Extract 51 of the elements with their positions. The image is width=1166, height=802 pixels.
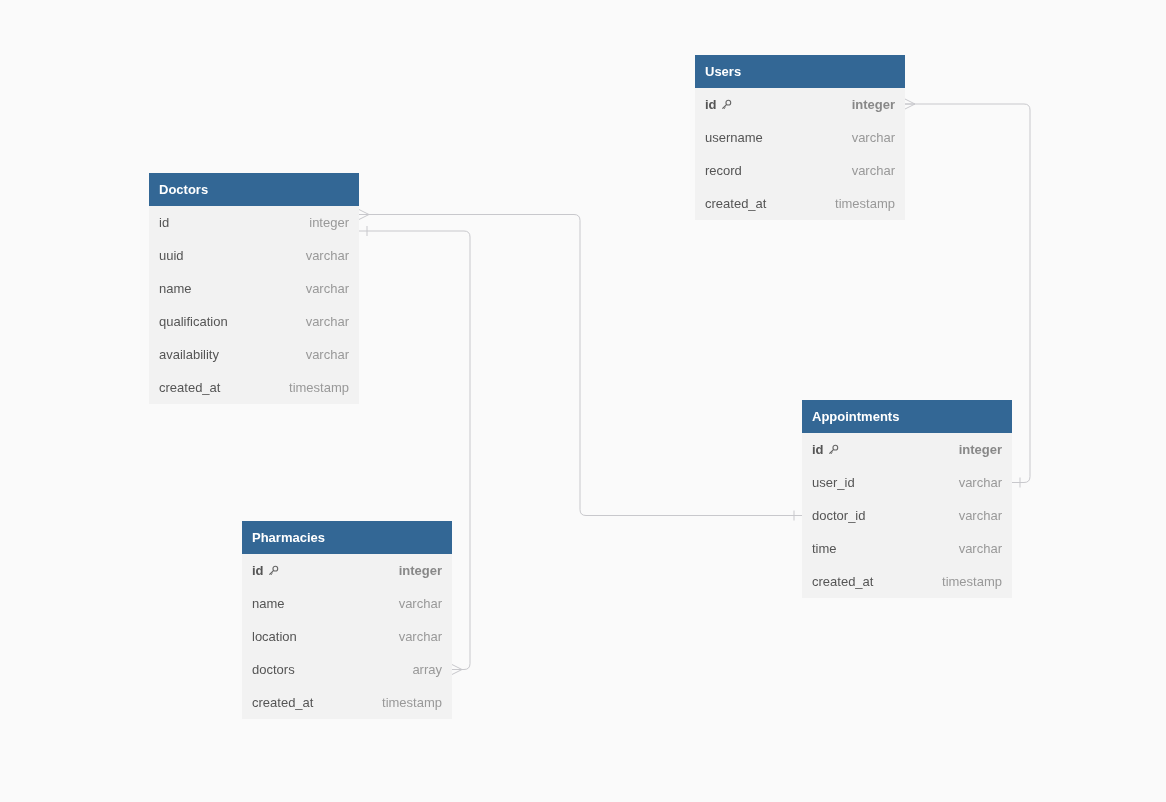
field-name: doctors xyxy=(252,660,295,679)
field-type: integer xyxy=(958,440,1002,459)
field-type: timestamp xyxy=(382,693,442,712)
field-name: name xyxy=(159,279,192,298)
relationship-line xyxy=(358,209,803,521)
field-type: varchar xyxy=(958,539,1002,558)
field-name: name xyxy=(252,594,285,613)
field-name: created_at xyxy=(705,194,767,213)
field-name: record xyxy=(705,161,742,180)
field-type: timestamp xyxy=(942,572,1002,591)
field-type: varchar xyxy=(958,473,1002,492)
field-name: doctor_id xyxy=(812,506,866,525)
field-type: varchar xyxy=(305,279,349,298)
field-type: varchar xyxy=(851,128,895,147)
field-type: array xyxy=(412,660,442,679)
field-type: integer xyxy=(851,95,895,114)
field-type: integer xyxy=(309,213,349,232)
field-type: varchar xyxy=(958,506,1002,525)
table-card xyxy=(242,521,452,719)
field-name: uuid xyxy=(159,246,184,265)
table-card xyxy=(802,400,1012,598)
field-type: varchar xyxy=(398,594,442,613)
field-name: time xyxy=(812,539,837,558)
table-name: Pharmacies xyxy=(252,528,325,547)
field-name: created_at xyxy=(159,378,221,397)
field-name: qualification xyxy=(159,312,228,331)
field-type: integer xyxy=(398,561,442,580)
field-name: user_id xyxy=(812,473,855,492)
table-name: Users xyxy=(705,62,742,81)
table-name: Appointments xyxy=(812,407,900,426)
field-type: timestamp xyxy=(835,194,895,213)
field-type: varchar xyxy=(305,345,349,364)
field-name: id xyxy=(812,440,824,459)
field-name: created_at xyxy=(252,693,314,712)
field-name: location xyxy=(252,627,297,646)
field-name: id xyxy=(705,95,717,114)
field-name: created_at xyxy=(812,572,874,591)
field-type: varchar xyxy=(398,627,442,646)
field-name: availability xyxy=(159,345,219,364)
field-type: timestamp xyxy=(289,378,349,397)
field-type: varchar xyxy=(851,161,895,180)
field-name: username xyxy=(705,128,763,147)
relationship-line xyxy=(358,225,471,675)
field-name: id xyxy=(252,561,264,580)
field-type: varchar xyxy=(305,312,349,331)
table-card xyxy=(695,55,905,220)
field-type: varchar xyxy=(305,246,349,265)
relationship-line xyxy=(904,98,1031,488)
table-name: Doctors xyxy=(159,180,209,199)
table-card xyxy=(149,173,359,404)
field-name: id xyxy=(159,213,170,232)
